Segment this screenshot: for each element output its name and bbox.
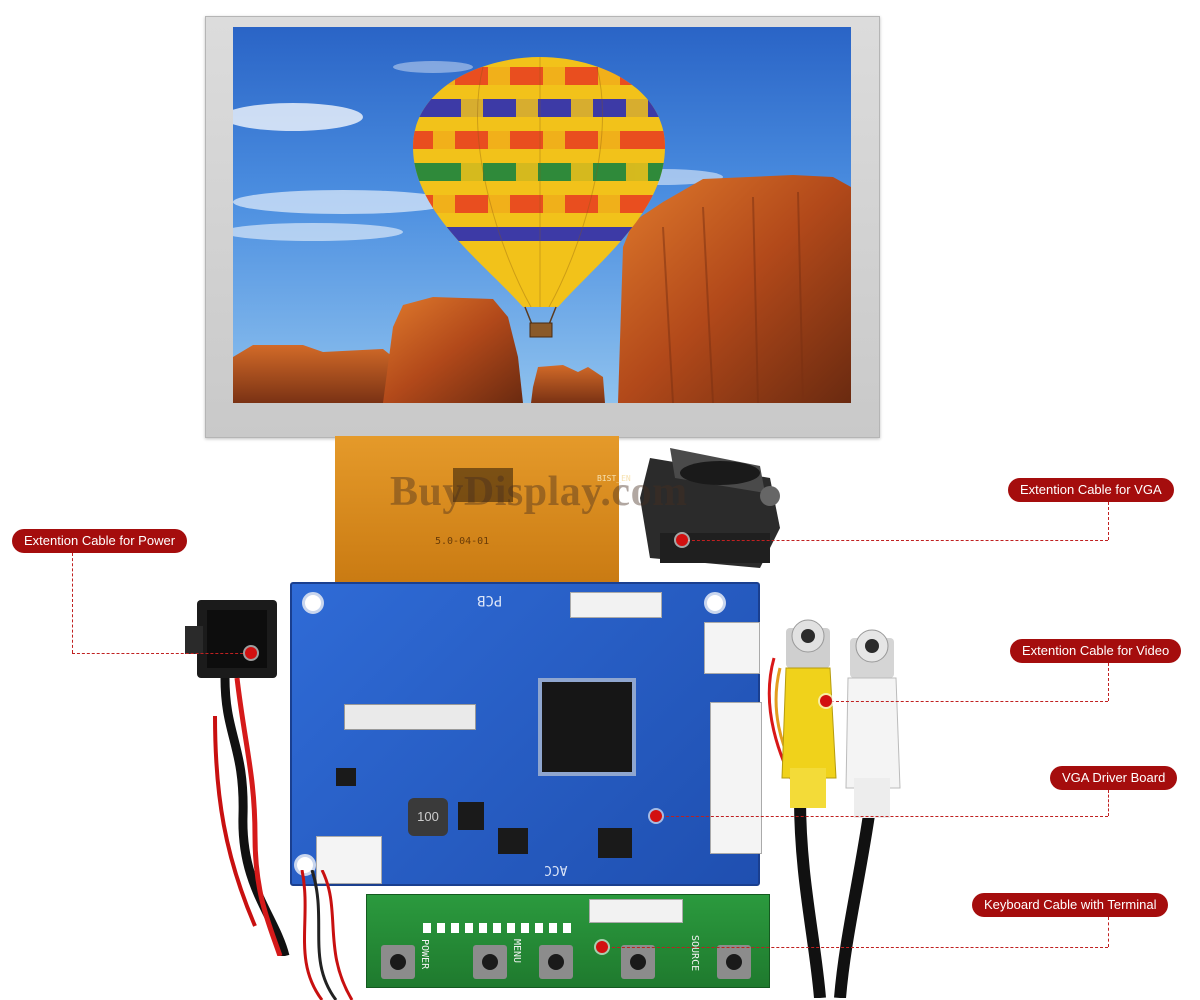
marker-driver-board <box>650 810 662 822</box>
key-label-power: POWER <box>419 939 430 970</box>
key-label-menu: MENU <box>511 939 522 964</box>
key-label-source: SOURCE <box>689 935 700 972</box>
balloon-scene <box>233 57 851 403</box>
callout-vga-cable: Extention Cable for VGA <box>1008 478 1174 502</box>
fpc-label: 5.0-04-01 <box>435 536 490 547</box>
callout-keyboard-cable: Keyboard Cable with Terminal <box>972 893 1169 917</box>
lcd-panel <box>205 16 880 438</box>
marker-vga <box>676 534 688 546</box>
source-key[interactable] <box>717 945 751 979</box>
inductor: 100 <box>408 798 448 836</box>
marker-power <box>245 647 257 659</box>
fpc-socket <box>344 704 476 730</box>
scaler-chip <box>542 682 632 772</box>
menu-key[interactable] <box>473 945 507 979</box>
callout-driver-board: VGA Driver Board <box>1050 766 1178 790</box>
callout-video-cable: Extention Cable for Video <box>1010 639 1182 663</box>
driver-board-pcb: PCB 100 ACC <box>290 582 762 886</box>
keypad-board: POWER MENU SOURCE <box>366 894 770 988</box>
rca-video-cable <box>767 619 901 998</box>
marker-video <box>820 695 832 707</box>
watermark: BuyDisplay.com <box>390 469 688 515</box>
lcd-screen <box>233 27 851 403</box>
marker-keyboard <box>596 941 608 953</box>
power-key[interactable] <box>381 945 415 979</box>
pcb-label: PCB <box>477 592 503 608</box>
lvds-connector <box>570 592 662 618</box>
fpc-components <box>453 468 513 502</box>
power-header <box>316 836 382 884</box>
keypad-cable <box>300 870 354 1000</box>
inductor-label: 100 <box>417 809 439 824</box>
vga-header <box>704 622 760 674</box>
video-header <box>710 702 762 854</box>
minus-key[interactable] <box>621 945 655 979</box>
keypad-connector <box>589 899 683 923</box>
callout-power-cable: Extention Cable for Power <box>12 529 188 553</box>
power-socket-cable <box>185 600 290 956</box>
acc-label: ACC <box>544 862 568 877</box>
fpc-ribbon: 5.0-04-01 BIST_EN <box>335 436 631 586</box>
plus-key[interactable] <box>539 945 573 979</box>
bist-label: BIST_EN <box>597 474 631 483</box>
